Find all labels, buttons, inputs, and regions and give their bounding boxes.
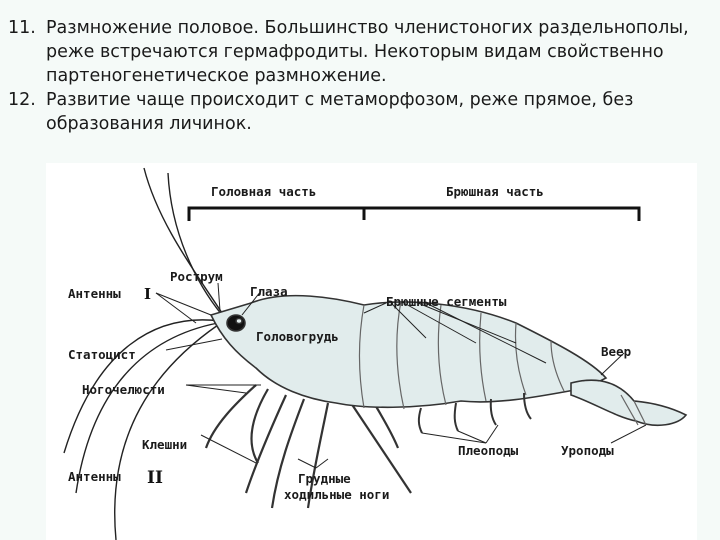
list-item: 11. Размножение половое. Большинство чле… (8, 16, 714, 88)
label-uropods: Уроподы (561, 443, 614, 458)
label-claws: Клешни (142, 437, 187, 452)
antennae-2-number: II (147, 468, 163, 488)
label-statocyst: Статоцист (68, 347, 136, 362)
antennae-1-number: I (144, 285, 151, 303)
label-walking-legs-line1: Грудные (298, 471, 351, 486)
shrimp-diagram-svg: Головная часть Брюшная часть Рострум Гла… (46, 163, 697, 540)
item-number: 11. (8, 16, 36, 40)
label-antennae-1: Антенны (68, 286, 121, 301)
label-eyes: Глаза (250, 284, 288, 299)
list-item: 12. Развитие чаще происходит с метаморфо… (8, 88, 714, 136)
label-cephalothorax: Головогрудь (256, 329, 339, 344)
label-head-part: Головная часть (211, 184, 316, 199)
label-rostrum: Рострум (170, 269, 223, 284)
text-block: 11. Размножение половое. Большинство чле… (8, 16, 714, 136)
label-pleopods: Плеоподы (458, 443, 519, 458)
label-walking-legs-line2: ходильные ноги (284, 487, 389, 502)
label-abdomen-part: Брюшная часть (446, 184, 544, 199)
label-abdominal-segments: Брюшные сегменты (386, 294, 507, 309)
label-mouthparts: Ногочелюсти (82, 382, 165, 397)
label-antennae-2: Антенны (68, 469, 121, 484)
item-number: 12. (8, 88, 36, 112)
item-text: Размножение половое. Большинство членист… (46, 18, 689, 86)
label-fan: Веер (601, 344, 631, 359)
part-brackets (189, 208, 639, 221)
shrimp-diagram: Головная часть Брюшная часть Рострум Гла… (46, 163, 697, 540)
item-text: Развитие чаще происходит с метаморфозом,… (46, 90, 633, 134)
